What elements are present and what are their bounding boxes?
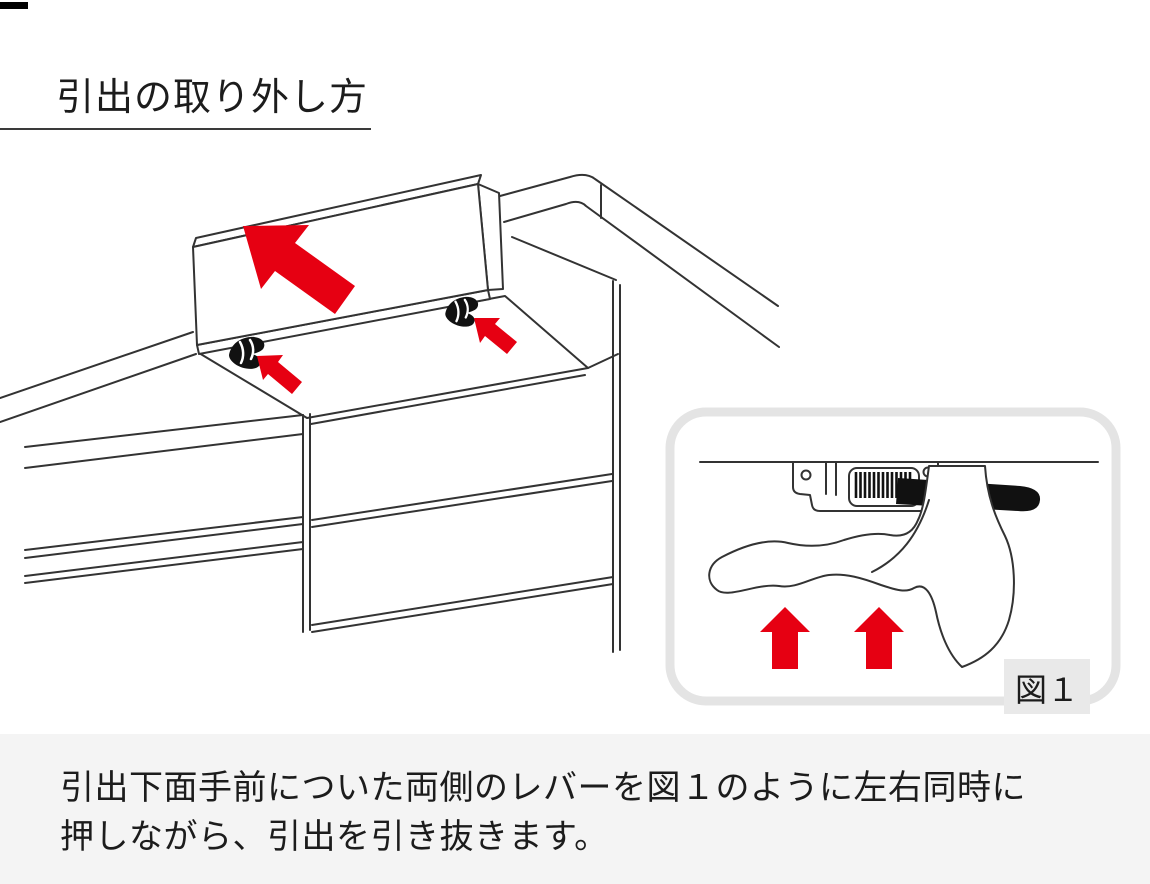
clip-arrow-left	[257, 355, 302, 394]
caption-line1: 引出下面手前についた両側のレバーを図１のように左右同時に	[60, 769, 1026, 807]
release-clip-right	[445, 296, 479, 327]
caption-text: 引出下面手前についた両側のレバーを図１のように左右同時に 押しながら、引出を引き…	[0, 734, 1150, 862]
figure-label-box	[1004, 659, 1090, 714]
drawer-removal-illustration: 図１	[0, 173, 1121, 714]
clip-arrow-right	[474, 318, 517, 354]
release-clip-left	[229, 336, 265, 369]
caption-band: 引出下面手前についた両側のレバーを図１のように左右同時に 押しながら、引出を引き…	[0, 734, 1150, 884]
figure-label: 図１	[1015, 672, 1079, 708]
title-underline: 引出の取り外し方	[0, 77, 371, 130]
detail-inset-panel: 図１	[665, 407, 1121, 714]
hand-outline	[708, 465, 1015, 668]
cabinet-top-frame	[499, 173, 780, 348]
press-arrow-right	[854, 607, 904, 669]
corner-marker	[0, 2, 28, 9]
press-arrow-left	[760, 607, 810, 669]
caption-line2: 押しながら、引出を引き抜きます。	[60, 818, 609, 856]
pull-direction-arrow	[243, 225, 355, 314]
cabinet-corner-post	[612, 280, 621, 653]
drawer-front-box	[192, 174, 504, 355]
cabinet-top-left-edge	[0, 331, 197, 423]
page-title: 引出の取り外し方	[56, 77, 369, 119]
cabinet-front-rows	[24, 413, 614, 633]
